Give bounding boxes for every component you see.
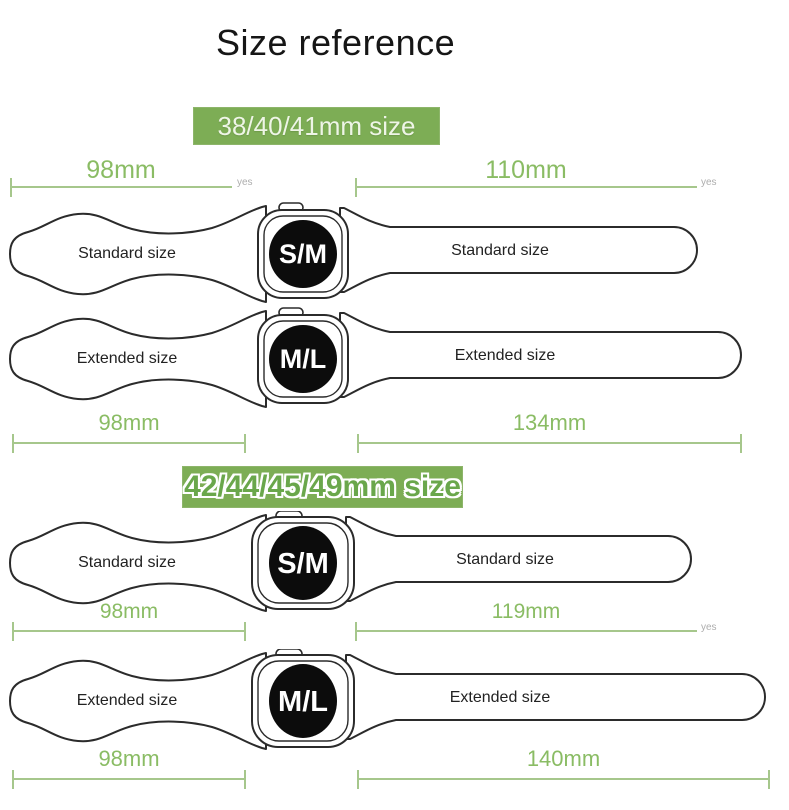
band-row-standard-small: Standard size Standard size S/M: [9, 202, 698, 303]
watch-bezel-icon: [263, 215, 343, 293]
watch-bezel-icon: [263, 320, 343, 398]
dimension-rule: [12, 434, 246, 453]
dimension-line: 98mm: [10, 156, 232, 197]
dimension-tick: [244, 770, 246, 789]
watch-size-label: S/M: [277, 548, 329, 580]
watch-face: S/M: [257, 202, 349, 299]
watch-size-label: S/M: [279, 239, 327, 269]
size-badge-42-44-45-49: 42/44/45/49mm size: [182, 466, 463, 508]
yes-note: yes: [701, 622, 717, 633]
page-title: Size reference: [216, 22, 456, 63]
watch-bezel-icon: [257, 660, 349, 742]
dimension-label: 98mm: [98, 410, 160, 435]
watch-face: M/L: [251, 649, 355, 748]
dimension-tick: [12, 770, 14, 789]
watch-face: M/L: [257, 307, 349, 404]
dimension-line: 98mm: [12, 410, 246, 453]
dimension-rule: [12, 770, 246, 789]
dimension-tick: [355, 178, 357, 197]
dimension-line: 119mm: [355, 600, 697, 641]
band-right: [345, 516, 692, 602]
dimension-rule: [357, 770, 770, 789]
band-right: [339, 207, 698, 293]
dimension-rule: [12, 622, 246, 641]
dimension-line: 134mm: [357, 410, 742, 453]
band-row-extended-small: Extended size Extended size M/L: [9, 307, 742, 408]
band-label-right: Extended size: [455, 347, 556, 364]
band-label-right: Standard size: [451, 242, 549, 259]
dimension-label: 98mm: [99, 600, 159, 623]
dimension-label: 110mm: [485, 156, 567, 184]
dimension-tick: [12, 434, 14, 453]
watch-bezel-icon: [257, 522, 349, 604]
dimension-label: 140mm: [526, 746, 601, 771]
dimension-tick: [740, 434, 742, 453]
dimension-rule: [357, 434, 742, 453]
dimension-tick: [12, 622, 14, 641]
yes-note: yes: [701, 177, 717, 188]
band-right: [345, 654, 766, 740]
dimension-line: 140mm: [357, 746, 770, 789]
watch-dial-icon: [269, 325, 337, 393]
dimension-rule: [355, 622, 697, 641]
dimension-tick: [10, 178, 12, 197]
band-left: [9, 205, 267, 303]
size-badge-38-40-41: 38/40/41mm size: [193, 107, 440, 145]
band-label-right: Extended size: [450, 689, 551, 706]
band-row-standard-large: Standard size Standard size S/M: [9, 511, 692, 612]
dimension-label: 119mm: [491, 600, 561, 623]
watch-face: S/M: [251, 511, 355, 610]
band-label-right: Standard size: [456, 551, 554, 568]
band-right: [339, 312, 742, 398]
dimension-tick: [244, 622, 246, 641]
dimension-line: 110mm: [355, 156, 697, 197]
yes-note: yes: [237, 177, 253, 188]
size-badge-label: 42/44/45/49mm size: [184, 470, 461, 503]
watch-size-label: M/L: [280, 344, 327, 374]
dimension-line: 98mm: [12, 600, 246, 641]
band-label-left: Extended size: [77, 692, 178, 709]
band-label-left: Standard size: [78, 245, 176, 262]
dimension-line: 98mm: [12, 746, 246, 789]
dimension-label: 98mm: [98, 746, 160, 771]
dimension-tick: [355, 622, 357, 641]
watch-dial-icon: [269, 526, 337, 600]
watch-size-label: M/L: [278, 686, 328, 718]
dimension-label: 98mm: [86, 156, 156, 184]
dimension-tick: [357, 434, 359, 453]
band-row-extended-large: Extended size Extended size M/L: [9, 649, 766, 750]
dimension-tick: [244, 434, 246, 453]
dimension-rule: [10, 178, 232, 197]
band-left: [9, 514, 267, 612]
band-left: [9, 652, 267, 750]
dimension-tick: [768, 770, 770, 789]
dimension-label: 134mm: [512, 410, 587, 435]
watch-dial-icon: [269, 220, 337, 288]
band-label-left: Extended size: [77, 350, 178, 367]
band-label-left: Standard size: [78, 554, 176, 571]
dimension-rule: [355, 178, 697, 197]
size-badge-label: 38/40/41mm size: [217, 110, 416, 141]
dimension-tick: [357, 770, 359, 789]
watch-dial-icon: [269, 664, 337, 738]
band-left: [9, 310, 267, 408]
